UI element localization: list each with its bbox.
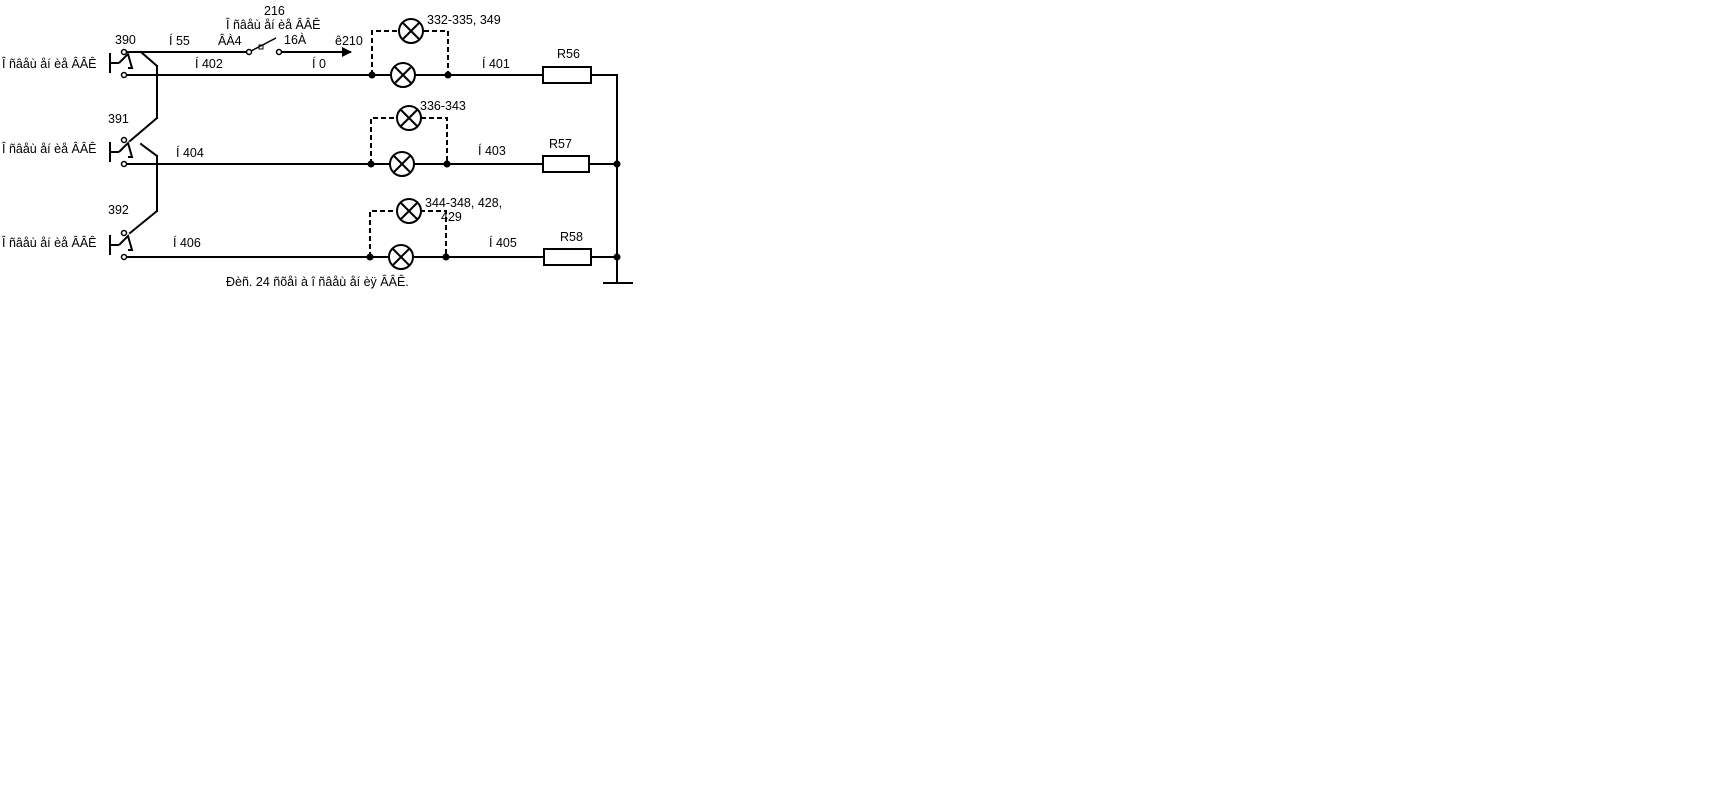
wire-label-404: Í 404 [176,145,204,160]
link-label: ê210 [335,34,363,48]
switch-392-blade [118,234,134,251]
diagram-caption: Ðèñ. 24 ñõåì à î ñâåù åí èÿ ÂÂÊ. [226,274,409,289]
switch-number: 391 [108,112,129,126]
switch-390-contact [120,71,128,79]
junction-dot [367,160,375,168]
resistor-icon [543,248,592,266]
junction-dot [368,71,376,79]
lamp-icon [389,151,415,177]
ground-icon [603,266,633,284]
wire-label-403: Í 403 [478,143,506,158]
switch-label: Î ñâåù åí èå ÂÂÊ [1,235,97,250]
link-390-391 [128,116,159,143]
switch-392-contact [120,253,128,261]
wire-label-406: Í 406 [173,235,201,250]
switch-label: Î ñâåù åí èå ÂÂÊ [1,56,97,71]
switch-391-blade [118,141,134,158]
switch-number: 392 [108,203,129,217]
switch-392-contact [120,229,128,237]
junction-dots [366,71,621,261]
lamp-group-label: 336-343 [420,99,466,113]
breaker-contact [245,48,253,56]
resistor-label: R57 [549,137,572,151]
breaker-216 [245,37,283,56]
wire-label-55: Í 55 [169,33,190,48]
switch-391-contact [120,160,128,168]
junction-dot [613,160,621,168]
resistor-label: R58 [560,230,583,244]
switch-number: 390 [115,33,136,47]
breaker-contact [275,48,283,56]
wire-label-0: Í 0 [312,56,326,71]
junction-dot [366,253,374,261]
wire-label-401: Í 401 [482,56,510,71]
breaker-trip [258,44,264,50]
resistor-icon [542,155,590,173]
switch-390-contact [120,48,128,56]
lamp-icon [388,244,414,270]
lamp-group-label: 332-335, 349 [427,13,501,27]
breaker-name: ÂÀ4 [218,33,242,48]
wire-label-402: Í 402 [195,56,223,71]
link-390-391 [139,50,159,68]
switch-icon [109,234,134,255]
junction-dot [613,253,621,261]
switch-icon [109,52,134,73]
junction-dot [443,160,451,168]
junction-dot [442,253,450,261]
lamp-icon [398,18,424,44]
resistor-icon [542,66,592,84]
switch-391-contact [120,136,128,144]
link-391-392 [139,142,159,158]
switch-label: Î ñâåù åí èå ÂÂÊ [1,141,97,156]
lamp-group-label: 344-348, 428, [425,196,502,210]
switch-icon [109,141,134,162]
breaker-rating: 16À [284,32,307,47]
link-391-392 [128,209,159,235]
lamp-icon [390,62,416,88]
arrow-icon [342,47,352,57]
switch-390-blade [118,52,134,69]
junction-dot [444,71,452,79]
lamp-icon [396,105,422,131]
breaker-title: Î ñâåù åí èå ÂÂÊ [225,17,321,32]
resistor-label: R56 [557,47,580,61]
breaker-number: 216 [264,4,285,18]
lamp-icon [396,198,422,224]
wire-label-405: Í 405 [489,235,517,250]
lamp-group-label: 429 [441,210,462,224]
